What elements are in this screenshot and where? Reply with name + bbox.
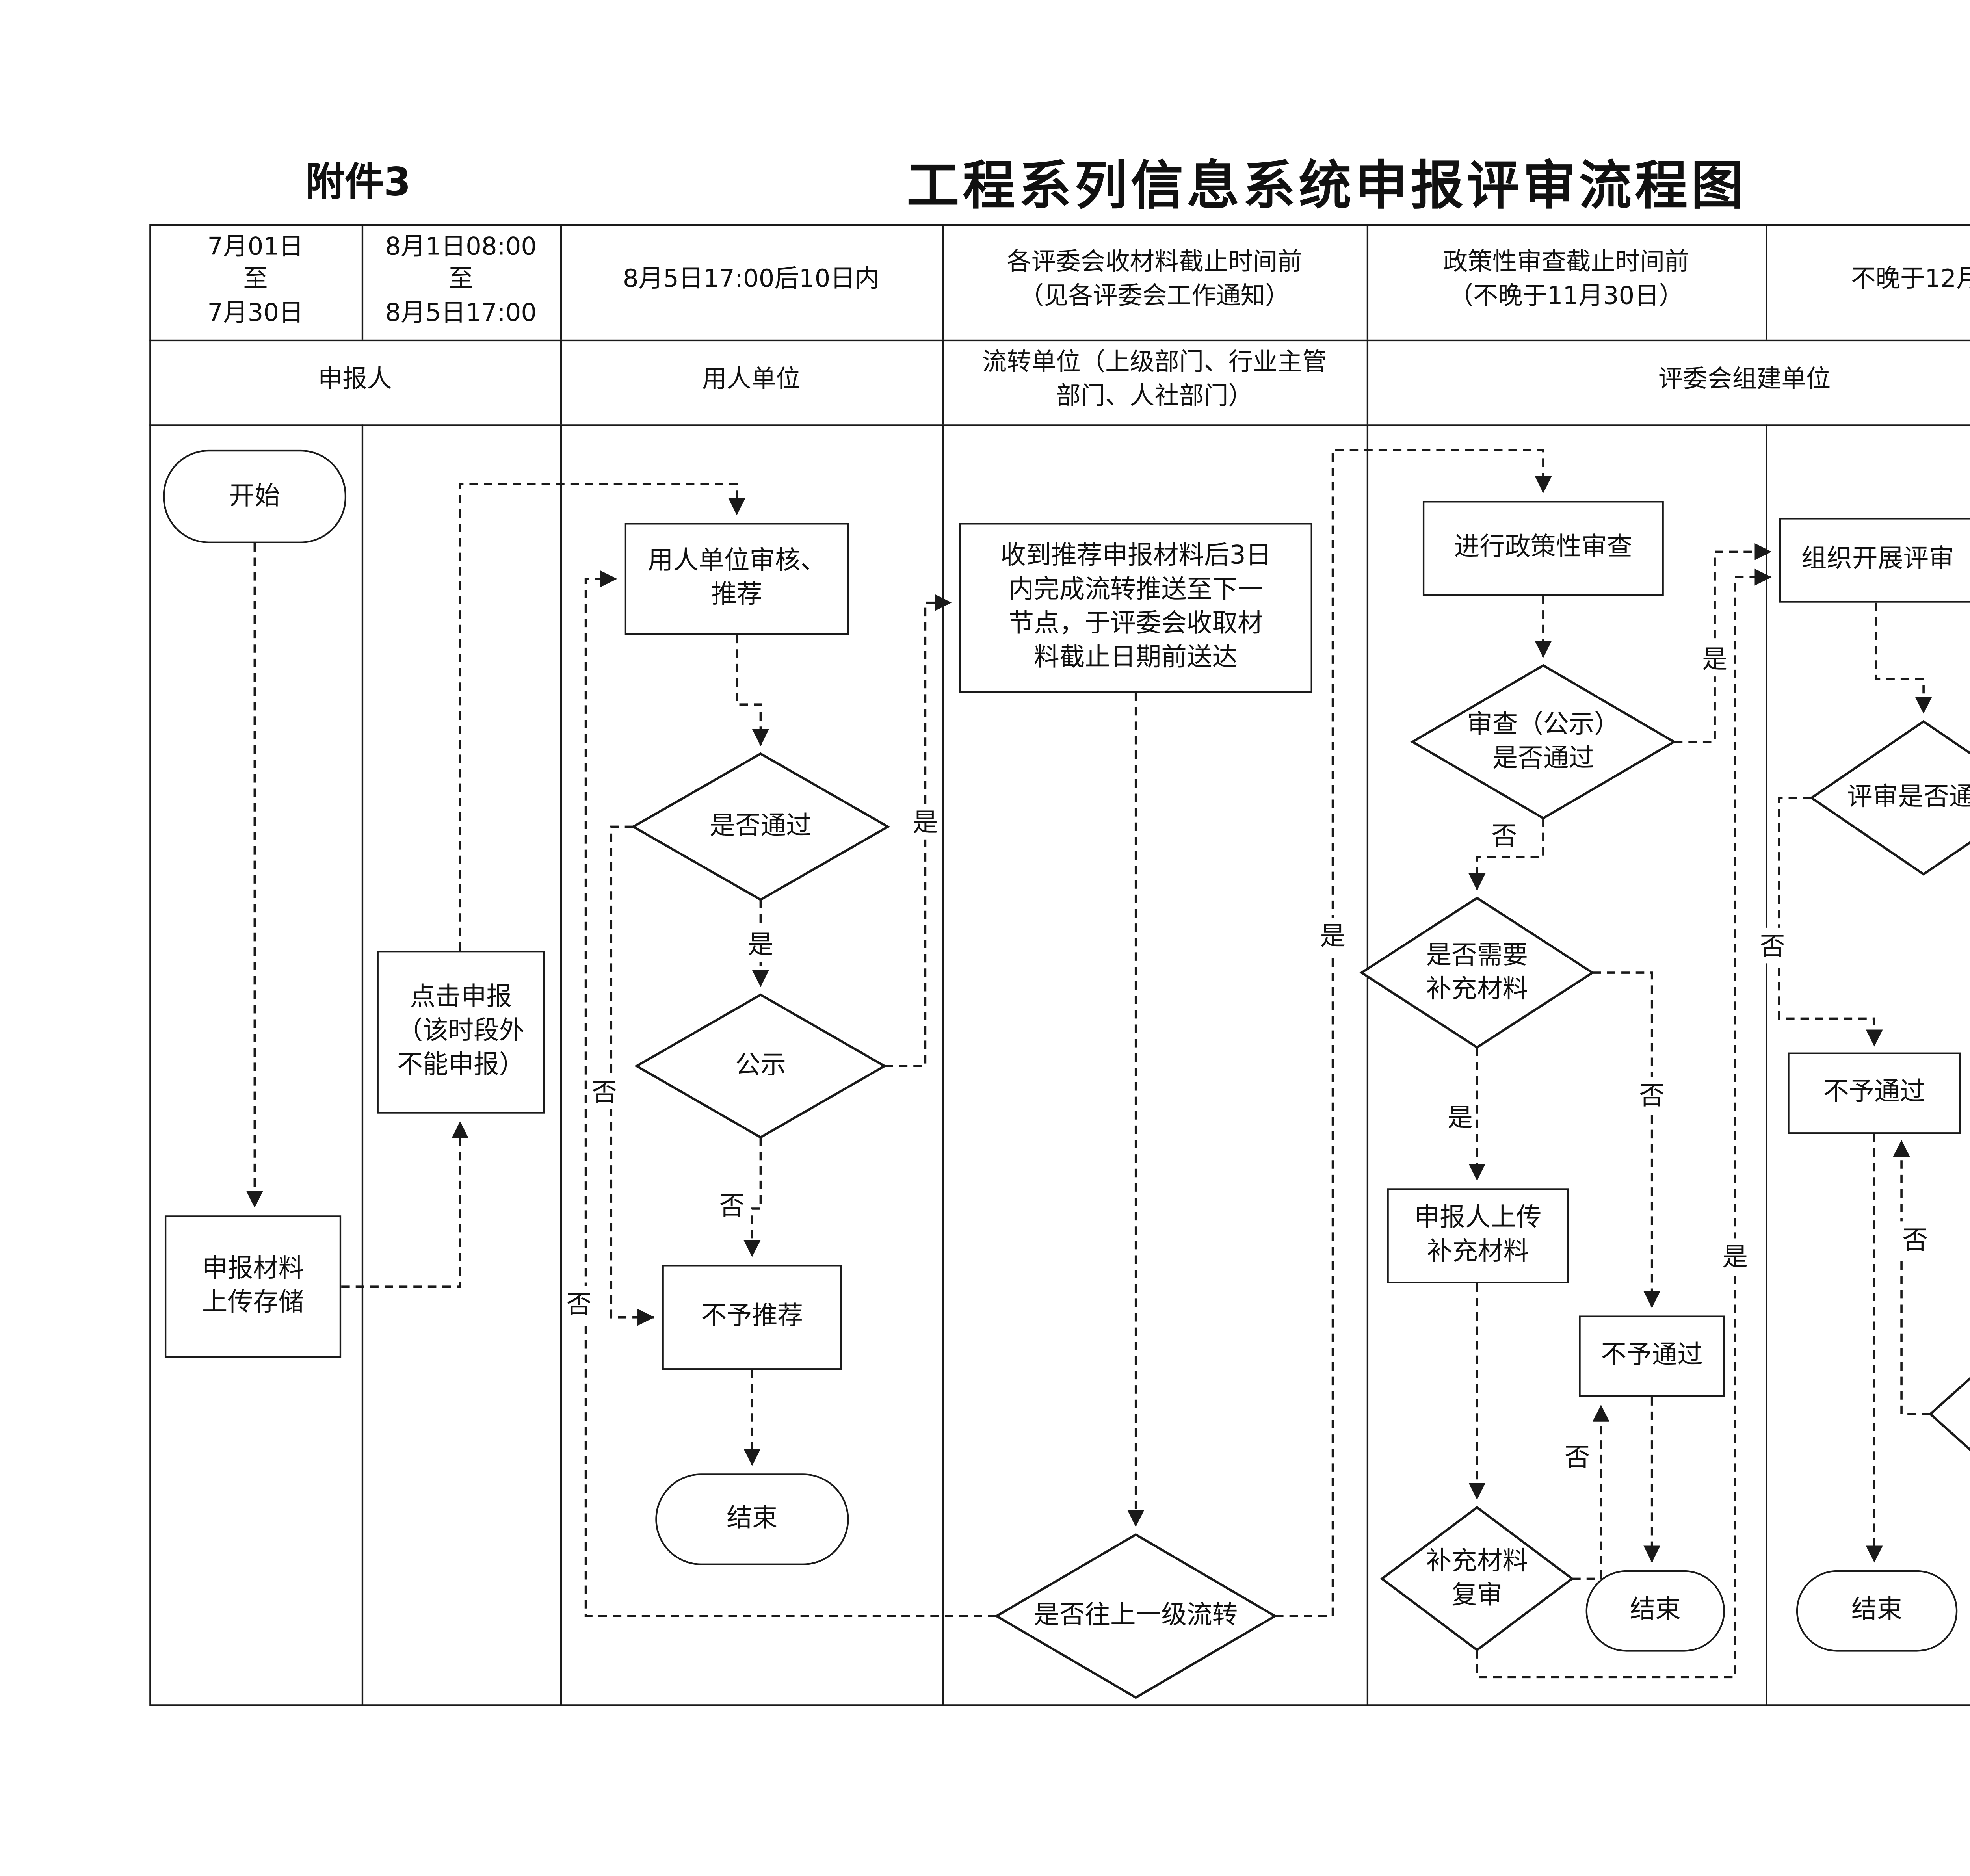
edge-label-recheck-no: 否 <box>1561 1438 1594 1475</box>
edge-label-checkpass-no: 否 <box>1488 817 1520 853</box>
connector-click-to-employer-review <box>459 483 745 951</box>
label-supp-recheck-q: 补充材料 复审 <box>1426 1545 1528 1609</box>
header-role-committee-unit: 评委会组建单位 <box>1658 367 1831 394</box>
connector-publicity2-no-to-nopass2 <box>1893 1140 1931 1415</box>
diamond-uplevel-q <box>994 1533 1278 1699</box>
node-start: 开始 <box>163 449 347 543</box>
connector-uplevel-no-to-employer-review <box>584 570 997 1617</box>
header-time-6: 不晚于12月31日 <box>1851 267 1970 294</box>
diamond-policy-pass-q <box>1410 664 1676 820</box>
header-time-5: 政策性审查截止时间前 （不晚于11月30日） <box>1443 250 1689 311</box>
node-organize-review: 组织开展评审 <box>1779 518 1970 603</box>
connector-employer-review-to-pass <box>736 635 769 746</box>
edge-label-needsupp-yes: 是 <box>1444 1099 1476 1135</box>
table-outer-border <box>149 224 1970 1706</box>
node-no-pass-review: 不予通过 <box>1788 1052 1961 1134</box>
header-time-1: 7月01日 至 7月30日 <box>207 234 304 327</box>
node-upload-supplement: 申报人上传 补充材料 <box>1387 1188 1569 1283</box>
label-pass-q: 是否通过 <box>710 810 812 841</box>
diamond-supp-recheck-q <box>1380 1506 1574 1652</box>
connector-pass-no-to-no-recommend <box>610 825 655 1326</box>
label-policy-pass-q: 审查（公示） 是否通过 <box>1466 709 1620 773</box>
edge-label-reviewpass-no: 否 <box>1756 927 1789 964</box>
connector-uplevel-yes-to-policy <box>1275 449 1552 1617</box>
edge-label-checkpass-yes: 是 <box>1699 641 1731 677</box>
header-role-employer: 用人单位 <box>702 367 801 394</box>
node-no-recommend: 不予推荐 <box>662 1265 842 1370</box>
edge-label-publicity1-yes: 是 <box>909 804 942 840</box>
grid-vline <box>1366 339 1369 425</box>
grid-vline <box>942 424 944 1706</box>
edge-label-recheck-yes: 是 <box>1719 1238 1751 1274</box>
node-policy-review: 进行政策性审查 <box>1422 501 1664 596</box>
grid-vline <box>1766 224 1767 340</box>
diamond-publicity1 <box>634 993 887 1139</box>
node-end-review: 结束 <box>1796 1570 1958 1652</box>
connector-org-review-to-reviewpass <box>1875 602 1932 714</box>
diamond-review-pass-q <box>1809 720 1970 876</box>
diamond-pass-q <box>631 752 890 901</box>
grid-vline <box>1366 224 1369 340</box>
grid-vline <box>560 424 562 1706</box>
header-role-applicant: 申报人 <box>318 367 392 394</box>
grid-vline <box>361 424 364 1706</box>
grid-vline <box>942 339 944 425</box>
node-end-employer: 结束 <box>655 1473 849 1565</box>
connector-checkpass-no-to-needsupp <box>1468 818 1544 891</box>
node-upload-materials: 申报材料 上传存储 <box>164 1215 342 1358</box>
grid-vline <box>1366 424 1369 1706</box>
grid-vline <box>560 339 562 425</box>
edge-label-uplevel-yes: 是 <box>1316 918 1349 953</box>
node-end-policy: 结束 <box>1585 1570 1725 1652</box>
label-need-supp-q: 是否需要 补充材料 <box>1426 940 1528 1003</box>
edge-label-uplevel-no: 否 <box>563 1286 595 1322</box>
attachment-label: 附件3 <box>305 161 411 206</box>
connector-recheck-no-to-nopass1 <box>1572 1404 1609 1580</box>
edge-label-publicity2-no: 否 <box>1899 1221 1931 1257</box>
page-title: 工程系列信息系统申报评审流程图 <box>907 156 1747 217</box>
label-review-pass-q: 评审是否通过 <box>1847 781 1970 812</box>
header-time-2: 8月1日08:00 至 8月5日17:00 <box>385 234 537 327</box>
grid-vline <box>560 224 562 340</box>
edge-label-pass-yes: 是 <box>744 926 777 962</box>
edge-label-pass-no: 否 <box>588 1074 621 1109</box>
connector-reviewpass-no-to-nopass2 <box>1778 797 1883 1047</box>
grid-vline <box>942 224 944 340</box>
edge-label-publicity1-no: 否 <box>716 1187 748 1223</box>
grid-vline <box>361 224 364 340</box>
connector-publicity-yes-to-transfer <box>884 594 952 1067</box>
connector-publicity-no-to-no-recommend <box>743 1137 762 1257</box>
header-time-3: 8月5日17:00后10日内 <box>623 267 880 294</box>
node-click-apply: 点击申报 （该时段外 不能申报） <box>377 951 545 1114</box>
node-employer-review: 用人单位审核、 推荐 <box>624 523 849 635</box>
connector-recheck-yes-to-org-review <box>1476 568 1772 1679</box>
header-time-4: 各评委会收材料截止时间前 （见各评委会工作通知） <box>1007 250 1303 311</box>
diamond-need-supp-q <box>1359 896 1595 1049</box>
connector-upload-to-click <box>341 1121 469 1288</box>
connector-needsupp-no-to-nopass1 <box>1592 971 1661 1308</box>
header-role-transfer-unit: 流转单位（上级部门、行业主管 部门、人社部门） <box>982 350 1327 411</box>
label-publicity1: 公示 <box>735 1049 786 1080</box>
grid-hline-role-bottom <box>149 424 1970 426</box>
grid-hline-time-bottom <box>149 339 1970 342</box>
edge-label-needsupp-no: 否 <box>1635 1077 1668 1113</box>
diamond-publicity2 <box>1928 1377 1970 1451</box>
node-transfer-forward: 收到推荐申报材料后3日 内完成流转推送至下一 节点，于评委会收取材 料截止日期前… <box>959 523 1312 693</box>
grid-vline <box>1766 424 1767 1706</box>
node-no-pass-policy: 不予通过 <box>1579 1315 1725 1397</box>
label-uplevel-q: 是否往上一级流转 <box>1034 1599 1238 1630</box>
